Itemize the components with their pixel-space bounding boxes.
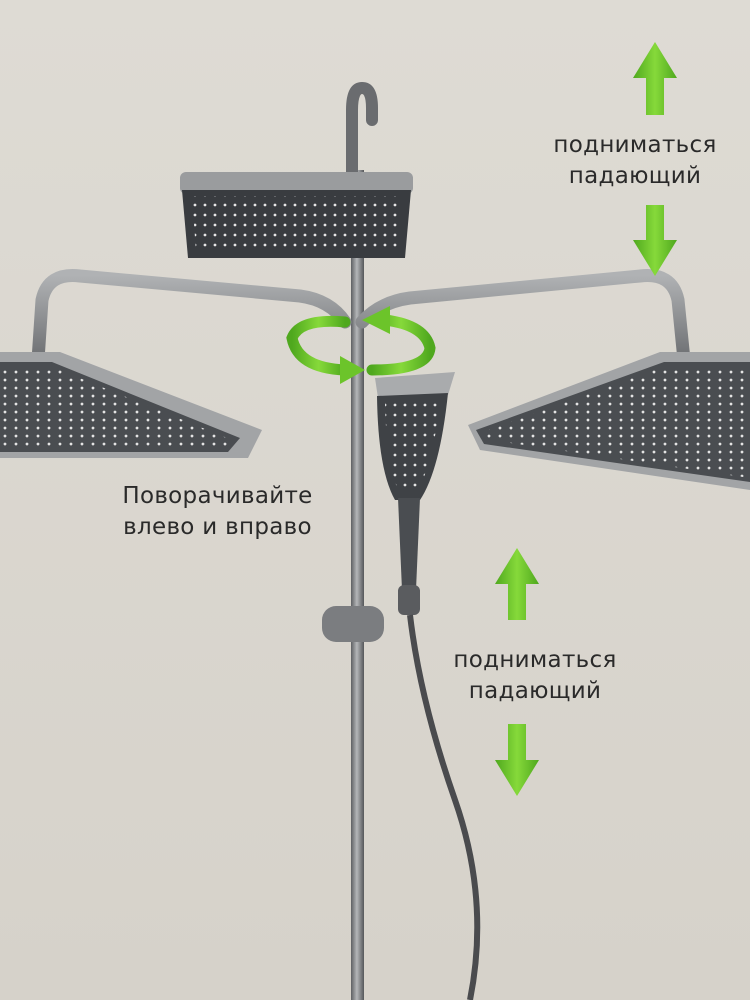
hand-shower: [375, 372, 455, 590]
label-line: подниматься: [453, 647, 617, 673]
shower-hose: [407, 614, 481, 1000]
label-line: влево и вправо: [123, 514, 312, 540]
raise-lower-label-bottom: подниматься падающий: [435, 645, 635, 707]
shower-pole: [351, 170, 364, 1000]
right-arm: [355, 269, 691, 367]
up-arrow-icon-bottom: [495, 548, 539, 620]
left-shower-head: [0, 352, 262, 458]
top-shower-head: [180, 172, 413, 258]
label-line: подниматься: [553, 132, 717, 158]
gooseneck: [346, 81, 378, 178]
left-arm: [31, 269, 352, 367]
rotate-arrows-icon: [286, 306, 436, 384]
label-line: падающий: [568, 163, 702, 189]
down-arrow-icon-bottom: [495, 724, 539, 796]
hand-shower-holder: [322, 606, 384, 642]
label-line: падающий: [468, 678, 602, 704]
up-arrow-icon-top: [633, 42, 677, 115]
down-arrow-icon-top: [633, 205, 677, 276]
label-line: Поворачивайте: [122, 483, 313, 509]
raise-lower-label-top: подниматься падающий: [535, 130, 735, 192]
rotate-label: Поворачивайте влево и вправо: [100, 481, 335, 543]
right-shower-head: [468, 352, 750, 490]
